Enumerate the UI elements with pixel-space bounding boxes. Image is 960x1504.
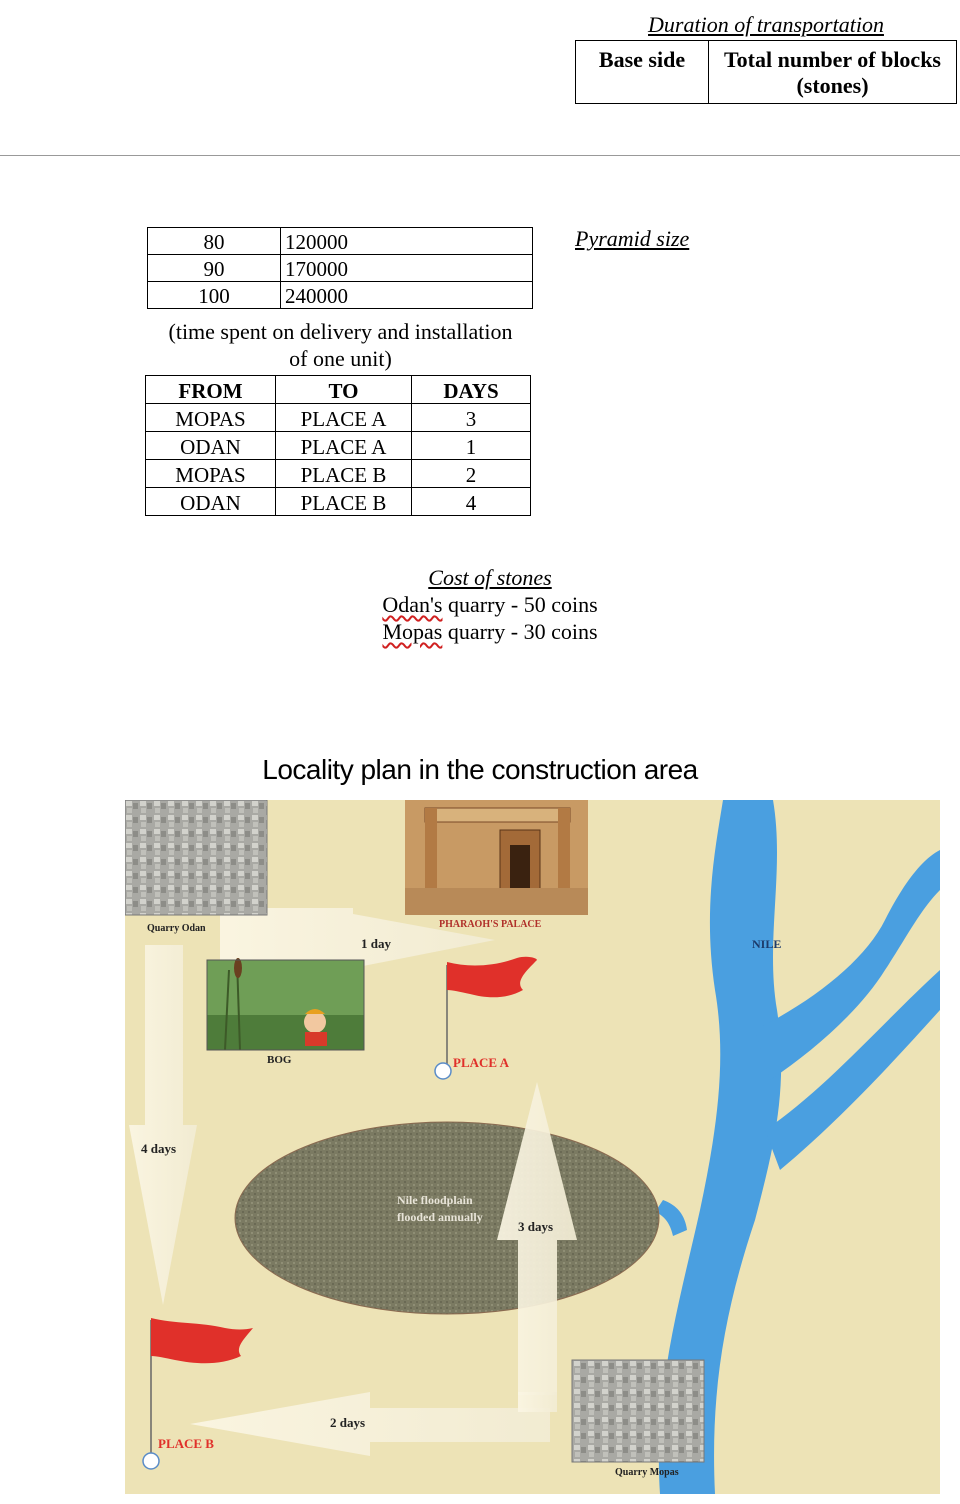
table-row: MOPAS PLACE A 3 <box>145 403 531 432</box>
base-side-cell: 80 <box>147 227 281 255</box>
nile-label: NILE <box>752 937 781 951</box>
route-table: FROM TO DAYS MOPAS PLACE A 3 ODAN PLACE … <box>145 375 531 516</box>
table-row: 100 240000 <box>147 281 533 309</box>
days-cell: 1 <box>411 431 531 460</box>
flag-place-a <box>434 956 537 1080</box>
arrow-3-days-label: 3 days <box>518 1219 553 1234</box>
bog-image <box>206 958 365 1051</box>
days-cell: 3 <box>411 403 531 432</box>
mopas-cost: Mopas quarry - 30 coins <box>382 619 598 644</box>
quarry-odan-image <box>125 800 268 916</box>
quarry-odan-label: Quarry Odan <box>147 923 206 934</box>
pharaoh-palace-label: PHARAOH'S PALACE <box>439 919 542 930</box>
table-row: ODAN PLACE A 1 <box>145 431 531 460</box>
blocks-cell: 170000 <box>280 254 533 282</box>
to-cell: PLACE A <box>275 431 412 460</box>
cost-title: Cost of stones <box>428 565 552 590</box>
quarry-mopas-image <box>571 1359 705 1463</box>
arrow-2-days <box>190 1392 550 1456</box>
table-row: MOPAS PLACE B 2 <box>145 459 531 488</box>
locality-map: Quarry Odan PHARAOH'S PALACE NILE BOG PL… <box>125 800 940 1494</box>
place-b-label: PLACE B <box>158 1436 214 1451</box>
table-row: 80 120000 <box>147 227 533 255</box>
arrow-1-day-label: 1 day <box>361 936 391 951</box>
floodplain-label-line1: Nile floodplain <box>397 1193 473 1207</box>
table-row: ODAN PLACE B 4 <box>145 487 531 516</box>
from-cell: ODAN <box>145 431 276 460</box>
pyramid-size-title: Pyramid size <box>575 226 690 251</box>
locality-plan-title: Locality plan in the construction area <box>262 754 698 785</box>
quarry-mopas-label: Quarry Mopas <box>615 1467 679 1478</box>
from-cell: ODAN <box>145 487 276 516</box>
from-cell: MOPAS <box>145 459 276 488</box>
bog-label: BOG <box>267 1054 292 1066</box>
header-base-side: Base side <box>575 40 709 104</box>
odan-cost: Odan's quarry - 50 coins <box>382 592 598 617</box>
base-side-cell: 100 <box>147 281 281 309</box>
header-table: Base side Total number of blocks (stones… <box>575 40 957 104</box>
stone-cost-block: Cost of stones Odan's quarry - 50 coins … <box>340 564 640 645</box>
header-from: FROM <box>145 375 276 404</box>
to-cell: PLACE B <box>275 487 412 516</box>
table-header-row: FROM TO DAYS <box>145 375 531 404</box>
pharaoh-palace-image <box>405 800 588 915</box>
flag-place-b <box>142 1318 253 1470</box>
header-total-blocks: Total number of blocks (stones) <box>708 40 957 104</box>
days-cell: 2 <box>411 459 531 488</box>
nile-river <box>655 800 940 1494</box>
blocks-cell: 120000 <box>280 227 533 255</box>
header-days: DAYS <box>411 375 531 404</box>
floodplain-label-line2: flooded annually <box>397 1210 483 1224</box>
place-a-label: PLACE A <box>453 1055 510 1070</box>
arrow-4-days-label: 4 days <box>141 1141 176 1156</box>
to-cell: PLACE B <box>275 459 412 488</box>
days-cell: 4 <box>411 487 531 516</box>
arrow-3-days <box>497 1082 577 1395</box>
base-side-cell: 90 <box>147 254 281 282</box>
pyramid-size-table: 80 120000 90 170000 100 240000 <box>147 227 533 309</box>
blocks-cell: 240000 <box>280 281 533 309</box>
to-cell: PLACE A <box>275 403 412 432</box>
table-row: 90 170000 <box>147 254 533 282</box>
arrow-4-days <box>129 945 197 1305</box>
arrow-2-days-label: 2 days <box>330 1415 365 1430</box>
arrow-connector <box>518 1392 557 1412</box>
arrow-1-day <box>220 908 495 968</box>
transport-duration-title: Duration of transportation <box>648 12 884 37</box>
header-to: TO <box>275 375 412 404</box>
delivery-note: (time spent on delivery and installation… <box>168 319 513 371</box>
from-cell: MOPAS <box>145 403 276 432</box>
page-divider <box>0 155 960 156</box>
